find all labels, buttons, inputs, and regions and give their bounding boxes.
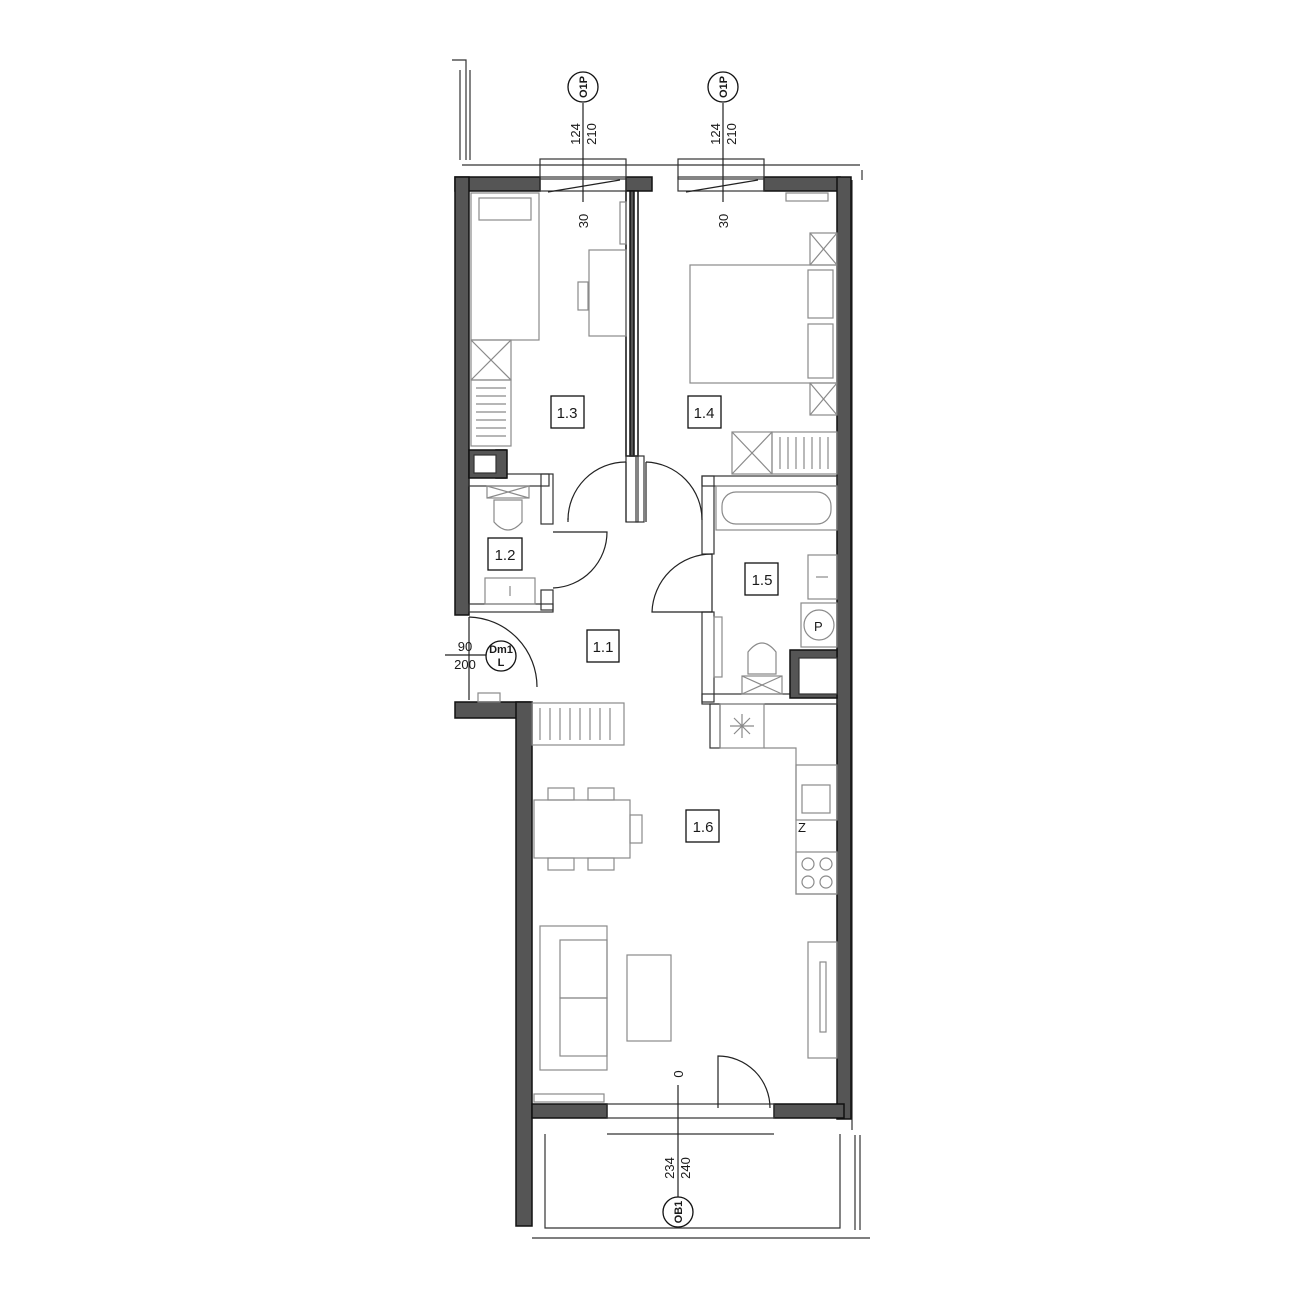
dining-table	[533, 799, 631, 859]
room-label-1-5: 1.5	[744, 562, 779, 596]
toilet-tank	[486, 485, 530, 499]
kitchen-sink	[795, 764, 838, 821]
chair	[547, 857, 575, 871]
cooktop	[795, 851, 838, 895]
room-1-3-furniture	[470, 192, 627, 447]
room-1-6-furniture: Z	[533, 703, 838, 1103]
svg-text:1.4: 1.4	[694, 405, 715, 422]
room-1-4-furniture	[689, 192, 838, 475]
chair	[629, 814, 643, 844]
svg-text:1.2: 1.2	[495, 547, 516, 564]
desk-chair	[577, 281, 589, 311]
balcony-door	[606, 1055, 775, 1135]
washbasin	[484, 577, 536, 605]
nightstand-bottom	[809, 382, 838, 416]
svg-text:240: 240	[678, 1157, 693, 1179]
svg-text:1.3: 1.3	[557, 405, 578, 422]
tv	[819, 961, 827, 1033]
door-room-1-2	[552, 531, 608, 589]
washing-machine	[800, 602, 838, 648]
toilet-bowl	[493, 499, 523, 531]
exterior-walls	[454, 176, 852, 1227]
svg-text:1.1: 1.1	[593, 639, 614, 656]
window-tag-2: O1P 124 210 30	[707, 71, 739, 228]
railing-top-left	[452, 59, 860, 166]
wardrobe-rail-2	[771, 431, 838, 475]
fridge-mark: Z	[798, 820, 806, 835]
boiler	[719, 703, 765, 749]
room-1-2-furniture	[484, 485, 536, 605]
svg-text:OB1: OB1	[673, 1201, 685, 1224]
svg-text:200: 200	[454, 657, 476, 672]
entry-door-tag: Dm1 L 90 200	[445, 639, 517, 672]
svg-text:0: 0	[671, 1070, 686, 1077]
room-1-5-furniture: P	[713, 485, 838, 695]
window-tag-1: O1P 124 210 30	[567, 71, 599, 228]
svg-text:124: 124	[568, 123, 583, 145]
toilet-bowl-2	[747, 642, 777, 675]
washbasin-2	[807, 554, 838, 600]
pillow-left	[807, 269, 834, 319]
lamp	[619, 201, 627, 245]
svg-text:210: 210	[584, 123, 599, 145]
door-room-1-4	[645, 461, 703, 522]
door-room-1-5	[651, 553, 713, 613]
hall-wardrobe	[531, 702, 625, 746]
radiator	[785, 192, 829, 202]
svg-text:234: 234	[662, 1157, 677, 1179]
radiator-living	[533, 1093, 605, 1103]
svg-text:210: 210	[724, 123, 739, 145]
chair	[547, 787, 575, 801]
bathtub	[715, 485, 838, 531]
desk	[588, 249, 627, 337]
svg-text:30: 30	[576, 214, 591, 228]
single-bed	[470, 192, 540, 341]
svg-text:O1P: O1P	[578, 76, 590, 98]
pillow	[478, 197, 532, 221]
railing-right	[851, 170, 863, 1230]
svg-text:1.6: 1.6	[693, 819, 714, 836]
room-label-1-4: 1.4	[687, 395, 722, 429]
coffee-table	[626, 954, 672, 1042]
chair	[587, 787, 615, 801]
toilet-tank-2	[741, 675, 783, 695]
room-label-1-3: 1.3	[550, 395, 585, 429]
balcony	[532, 1134, 870, 1239]
entry-door	[468, 616, 538, 700]
svg-text:90: 90	[458, 639, 472, 654]
door-room-1-3	[567, 461, 627, 522]
room-label-1-6: 1.6	[685, 809, 720, 843]
svg-text:L: L	[498, 657, 505, 669]
balcony-door-tag: OB1 234 240 0	[662, 1070, 694, 1228]
wardrobe-rail	[470, 379, 512, 447]
washing-machine-mark: P	[814, 619, 823, 634]
chair	[587, 857, 615, 871]
shoe-box	[477, 692, 501, 703]
hall-furniture	[477, 692, 625, 746]
svg-text:30: 30	[716, 214, 731, 228]
svg-text:Dm1: Dm1	[489, 644, 513, 656]
svg-text:O1P: O1P	[718, 76, 730, 98]
nightstand-top	[809, 232, 838, 266]
interior-walls	[468, 190, 838, 749]
double-bed	[689, 264, 838, 384]
pillow-right	[807, 323, 834, 379]
towel-rail	[713, 616, 723, 678]
svg-text:124: 124	[708, 123, 723, 145]
tv-cabinet	[807, 941, 838, 1059]
room-label-1-2: 1.2	[487, 537, 523, 571]
room-label-1-1: 1.1	[586, 629, 620, 663]
window-2	[677, 158, 765, 193]
svg-text:1.5: 1.5	[752, 572, 773, 589]
